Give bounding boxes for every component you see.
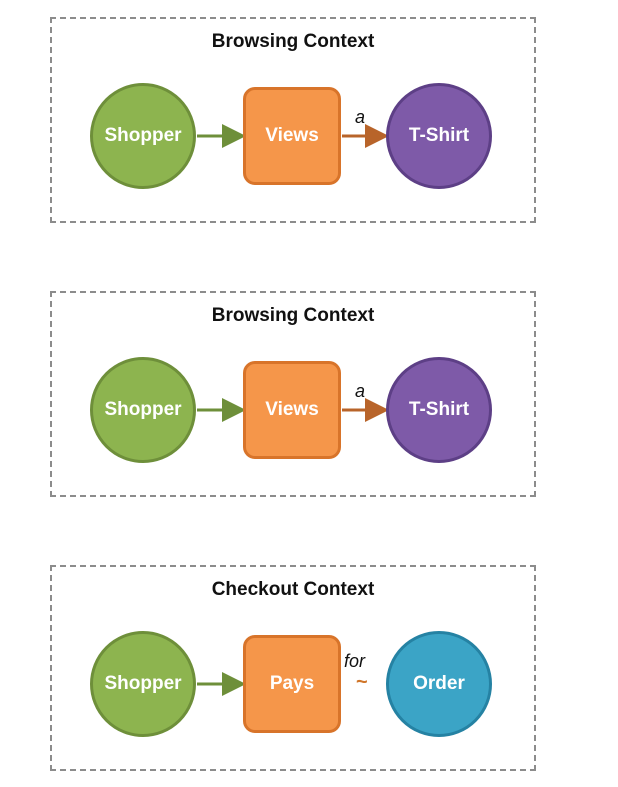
pays-node: Pays (243, 635, 341, 733)
tshirt-node: T-Shirt (386, 83, 492, 189)
edges (197, 398, 389, 422)
panel-title: Browsing Context (211, 31, 375, 52)
checkout-context-panel: Checkout Context Shopper Pays for ~ Orde… (50, 565, 536, 771)
edge-label-a: a (355, 381, 366, 401)
order-node: Order (386, 631, 492, 737)
panel-title: Browsing Context (211, 305, 375, 326)
squiggle-link-mark: ~ (356, 671, 368, 693)
views-node: Views (243, 87, 341, 185)
panel-title: Checkout Context (211, 579, 375, 600)
edges (197, 124, 389, 148)
edge-label-a: a (355, 107, 366, 127)
shopper-node: Shopper (90, 631, 196, 737)
edges (197, 672, 246, 696)
shopper-node: Shopper (90, 357, 196, 463)
shopper-node: Shopper (90, 83, 196, 189)
browsing-context-panel-1: Browsing Context Shopper Views a T-Shirt (50, 17, 536, 223)
tshirt-node: T-Shirt (386, 357, 492, 463)
edge-label-for: for (344, 651, 366, 671)
browsing-context-panel-2: Browsing Context Shopper Views a T-Shirt (50, 291, 536, 497)
views-node: Views (243, 361, 341, 459)
